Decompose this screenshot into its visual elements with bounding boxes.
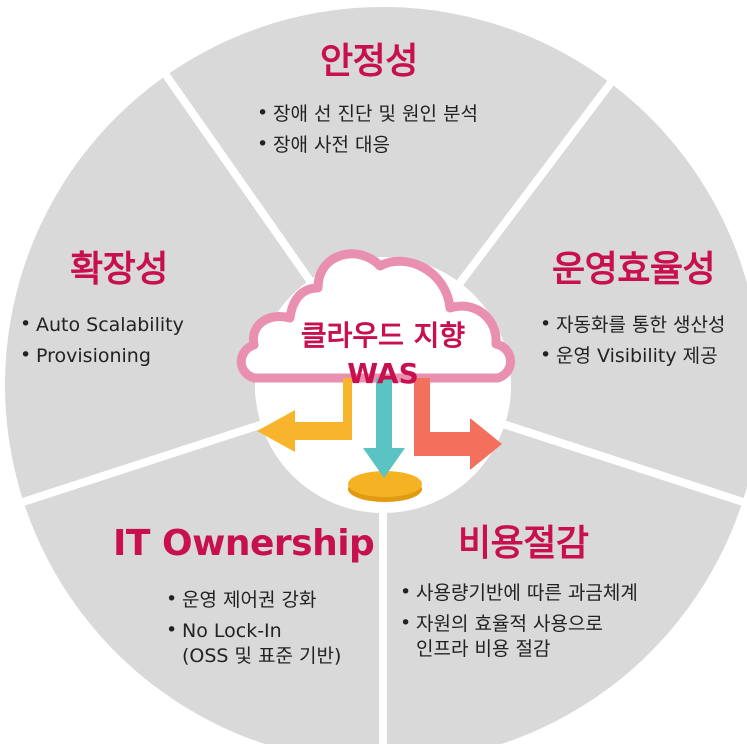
- arrow-left-icon: [257, 378, 352, 452]
- center-title-line2: WAS: [347, 357, 419, 390]
- segment-title-stability: 안정성: [320, 41, 418, 82]
- bullet-item-text: No Lock-In: [182, 620, 282, 642]
- bullet-list-ownership: 운영 제어권 강화 No Lock-In (OSS 및 표준 기반): [166, 590, 342, 678]
- bullet-item: 사용량기반에 따른 과금체계: [400, 583, 638, 603]
- bullet-list-stability: 장애 선 진단 및 원인 분석 장애 사전 대응: [257, 104, 478, 167]
- bullet-item: 장애 선 진단 및 원인 분석: [257, 104, 478, 124]
- bullet-list-scalability: Auto Scalability Provisioning: [20, 315, 184, 378]
- bullet-item: 운영 Visibility 제공: [540, 346, 725, 366]
- segment-title-ownership: IT Ownership: [113, 523, 375, 564]
- bullet-item: Auto Scalability: [20, 315, 184, 335]
- segment-title-scalability: 확장성: [70, 249, 168, 290]
- segment-title-efficiency: 운영효율성: [552, 249, 716, 290]
- bullet-list-cost: 사용량기반에 따른 과금체계 자원의 효율적 사용으로 인프라 비용 절감: [400, 583, 638, 671]
- bullet-item: Provisioning: [20, 346, 184, 366]
- bullet-item: 운영 제어권 강화: [166, 590, 341, 610]
- segment-efficiency: [463, 85, 747, 498]
- bullet-item: No Lock-In (OSS 및 표준 기반): [166, 620, 342, 667]
- arrow-down-icon: [363, 378, 405, 478]
- segment-scalability: [4, 77, 307, 499]
- bullet-item-text: 자원의 효율적 사용으로: [416, 613, 603, 635]
- bullet-item: 장애 사전 대응: [257, 135, 478, 155]
- disk-icon: [348, 471, 422, 502]
- cloud-icon: [236, 249, 515, 383]
- bullet-item: 자원의 효율적 사용으로 인프라 비용 절감: [400, 613, 638, 660]
- bullet-item-continuation: 인프라 비용 절감: [416, 638, 551, 660]
- bullet-item-continuation: (OSS 및 표준 기반): [182, 645, 342, 667]
- bullet-list-efficiency: 자동화를 통한 생산성 운영 Visibility 제공: [540, 315, 725, 378]
- bullet-item: 자동화를 통한 생산성: [540, 315, 725, 335]
- segment-title-cost: 비용절감: [458, 523, 589, 564]
- arrow-right-icon: [414, 378, 502, 470]
- center-title-line1: 클라우드 지향: [300, 319, 466, 352]
